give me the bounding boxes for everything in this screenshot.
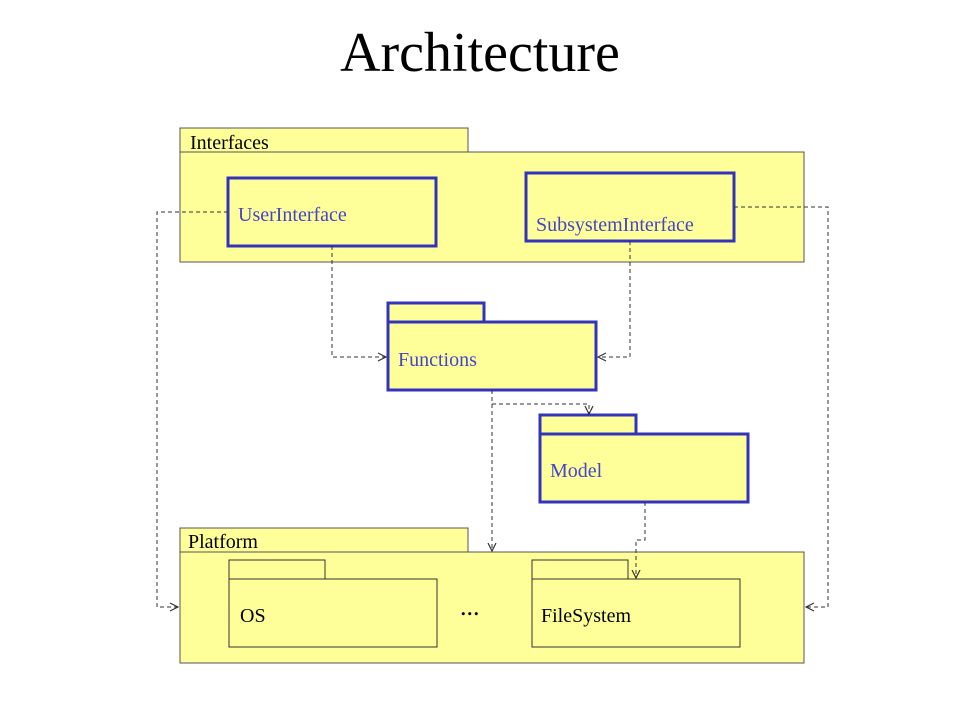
user-interface-package[interactable]: UserInterface <box>226 176 438 248</box>
filesystem-package[interactable]: FileSystem <box>531 559 741 648</box>
slide-title: Architecture <box>340 22 620 84</box>
dependency-arrow-functions-to-model <box>491 390 589 414</box>
more-packages-ellipsis: ... <box>460 592 480 621</box>
os-package[interactable]: OS <box>228 559 438 648</box>
user-interface-label: UserInterface <box>238 204 347 226</box>
model-package-tab <box>538 413 638 437</box>
model-package-label: Model <box>550 460 603 482</box>
dependency-arrow-subsysteminterface-to-platform <box>734 206 829 607</box>
model-package-body <box>538 432 750 504</box>
os-package-label: OS <box>240 605 266 627</box>
dependency-arrow-userinterface-to-platform <box>156 211 228 607</box>
functions-package[interactable]: Functions <box>386 301 598 392</box>
platform-package-tab <box>179 527 469 553</box>
functions-package-tab <box>386 301 486 325</box>
dependency-arrow-subsysteminterface-to-functions <box>598 241 631 357</box>
dependency-arrow-model-to-filesystem <box>636 502 646 578</box>
interfaces-package-label: Interfaces <box>190 132 269 154</box>
filesystem-package-body <box>531 578 741 648</box>
interfaces-package-tab <box>179 127 469 153</box>
functions-package-label: Functions <box>398 349 477 371</box>
subsystem-interface-label: SubsystemInterface <box>536 214 694 236</box>
model-package[interactable]: Model <box>538 413 750 504</box>
platform-package-label: Platform <box>188 531 258 553</box>
os-package-tab <box>228 559 326 580</box>
filesystem-package-label: FileSystem <box>541 605 631 627</box>
dependency-arrow-userinterface-to-functions <box>331 246 386 357</box>
filesystem-package-tab <box>531 559 629 580</box>
os-package-body <box>228 578 438 648</box>
subsystem-interface-package[interactable]: SubsystemInterface <box>524 171 736 243</box>
